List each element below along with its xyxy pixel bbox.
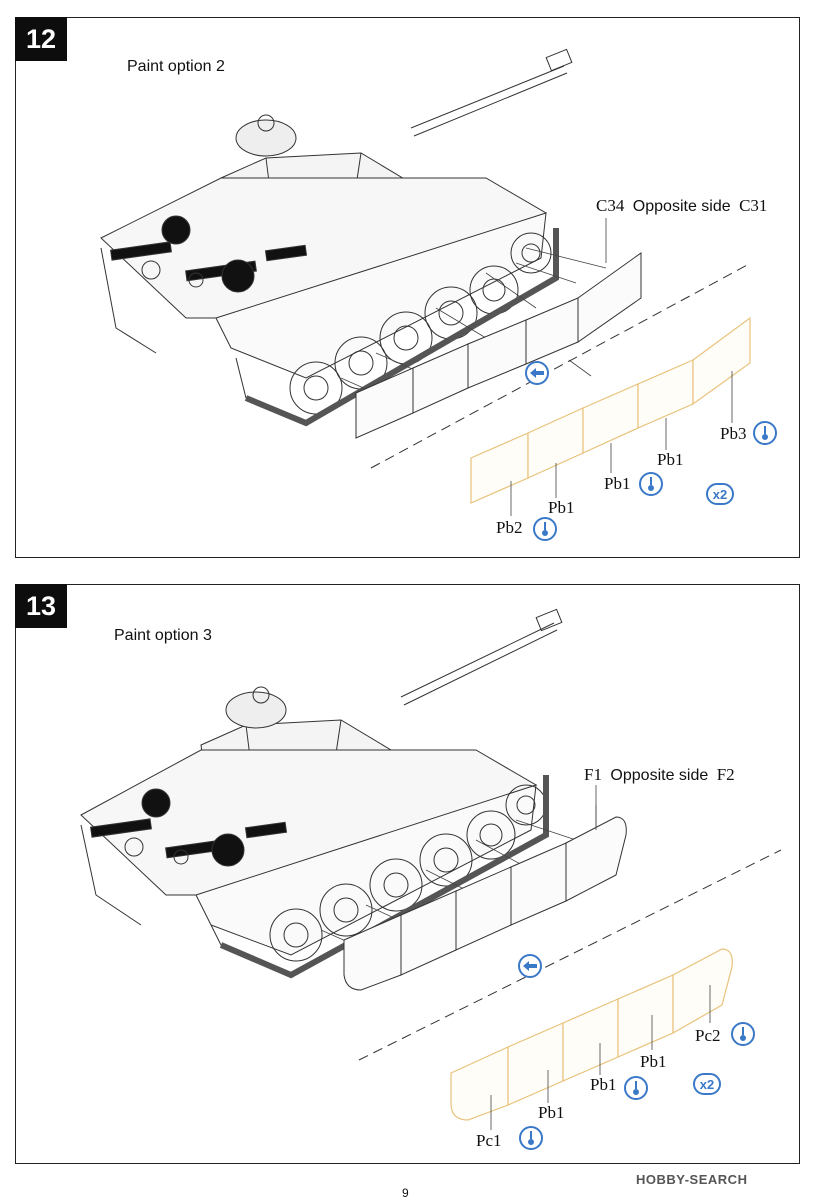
paint-drop-icon (519, 1126, 543, 1150)
step-12-panel: 12 Paint option 2 (15, 17, 800, 558)
part-label: Pb1 (640, 1052, 667, 1071)
paint-drop-icon (533, 517, 557, 541)
skirt-part-right: C31 (739, 196, 768, 215)
step-13-panel: 13 Paint option 3 (15, 584, 800, 1164)
part-label: Pc1 (476, 1131, 502, 1150)
opposite-side-text: Opposite side (610, 767, 709, 784)
opposite-side-text: Opposite side (632, 198, 731, 215)
paint-drop-icon (624, 1076, 648, 1100)
track (219, 775, 549, 979)
hull-side (195, 784, 537, 956)
skirt-part-right: F2 (716, 765, 735, 784)
direction-arrow-icon (525, 361, 549, 385)
muzzle-brake (545, 48, 573, 72)
skirt-label-row: C34 Opposite side C31 (596, 196, 771, 216)
part-label: Pb1 (590, 1075, 617, 1094)
quantity-multiplier-badge: x2 (693, 1073, 721, 1095)
paint-pattern-parts (450, 948, 733, 1121)
part-label: Pb1 (604, 474, 631, 493)
paint-pattern-parts (470, 316, 751, 504)
part-label: Pb1 (538, 1103, 565, 1122)
part-label: Pb1 (657, 450, 684, 469)
step-number-badge: 13 (15, 584, 67, 628)
skirt-label-row: F1 Opposite side F2 (584, 765, 739, 785)
page-number: 9 (402, 1186, 409, 1200)
part-label: Pb3 (720, 424, 747, 443)
skirt-plates (355, 252, 642, 439)
hull-side (215, 212, 547, 379)
step-number-badge: 12 (15, 17, 67, 61)
part-label: Pc2 (695, 1026, 721, 1045)
road-wheels (269, 784, 547, 962)
track (244, 228, 559, 427)
paint-option-title: Paint option 3 (114, 627, 212, 644)
skirt-plates (343, 816, 627, 991)
paint-drop-icon (731, 1022, 755, 1046)
direction-arrow-icon (518, 954, 542, 978)
tank-assembly-drawing (80, 608, 782, 1130)
muzzle-brake (535, 608, 563, 632)
gun-barrel (410, 65, 568, 137)
tank-assembly-drawing (100, 48, 752, 516)
paint-option-title: Paint option 2 (127, 58, 225, 75)
skirt-part-left: C34 (596, 196, 625, 215)
skirt-part-left: F1 (584, 765, 602, 784)
gun-barrel (400, 622, 558, 706)
quantity-multiplier-badge: x2 (706, 483, 734, 505)
part-label: Pb1 (548, 498, 575, 517)
paint-drop-icon (639, 472, 663, 496)
paint-drop-icon (753, 421, 777, 445)
part-label: Pb2 (496, 518, 523, 537)
watermark: HOBBY-SEARCH (636, 1172, 748, 1187)
